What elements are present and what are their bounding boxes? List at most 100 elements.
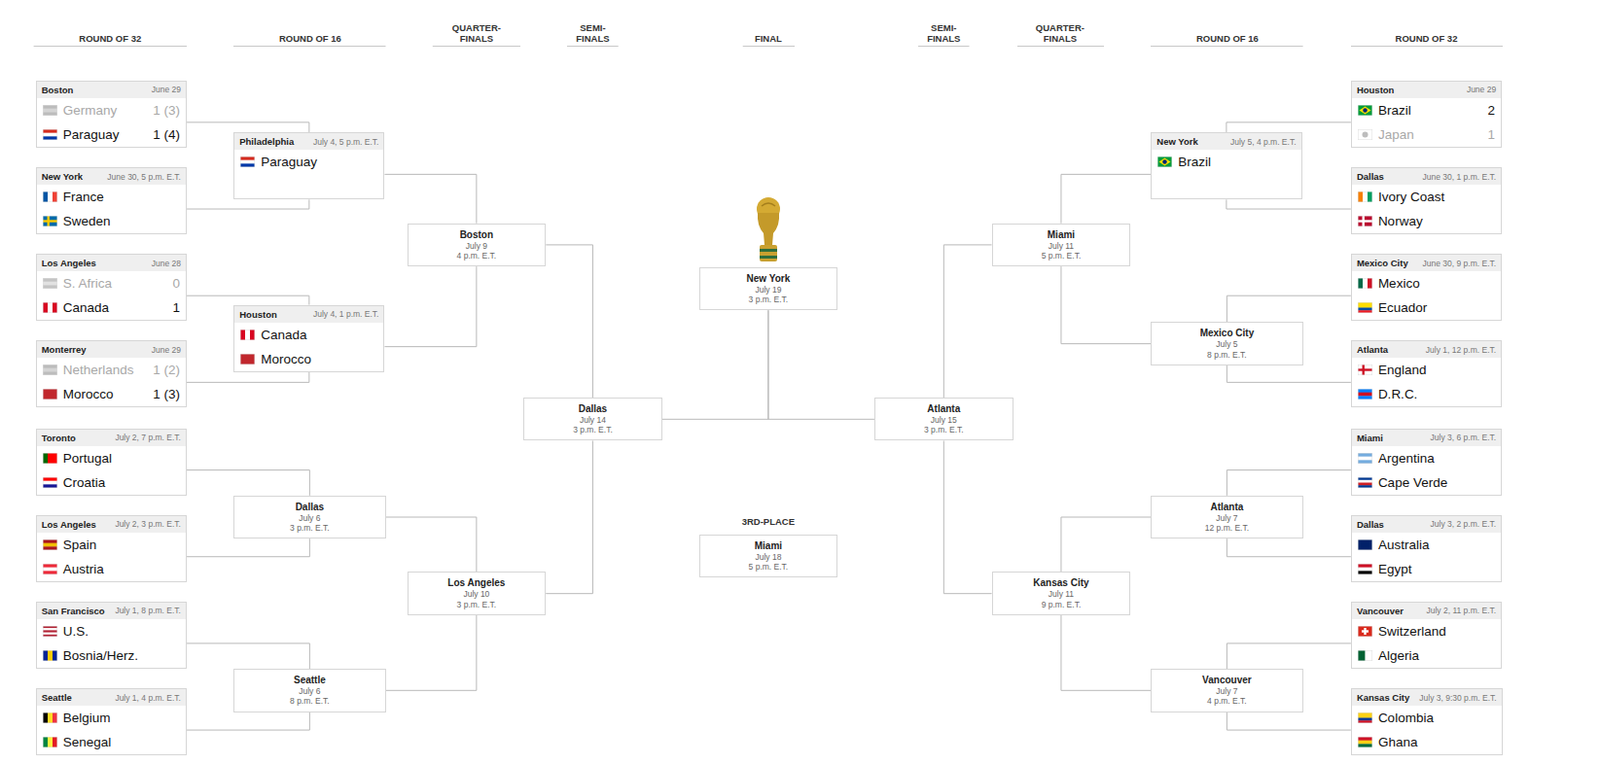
team-rows: Paraguay: [234, 149, 384, 199]
venue-city: Miami: [1356, 432, 1384, 444]
match-box: Los AngelesJuly 2, 3 p.m. E.T.SpainAustr…: [35, 515, 187, 583]
team-row: Morocco: [234, 347, 384, 372]
flag-icon: [42, 278, 58, 289]
match-header: BostonJune 29: [36, 81, 186, 99]
team-name: Brazil: [1378, 103, 1483, 118]
match-time: 3 p.m. E.T.: [416, 600, 538, 610]
bracket-line: [386, 517, 477, 572]
flag-icon: [42, 539, 58, 551]
match-time: 4 p.m. E.T.: [1159, 696, 1294, 707]
bracket-line: [1226, 199, 1352, 210]
venue-box: 3RD-PLACEMiamiJuly 185 p.m. E.T.: [699, 534, 839, 578]
bracket-line: [943, 245, 992, 398]
team-row: Switzerland: [1351, 619, 1501, 644]
flag-icon: [42, 737, 58, 748]
team-rows: Germany1 (3)Paraguay1 (4): [36, 98, 186, 147]
venue-box: Mexico CityJuly 58 p.m. E.T.: [1150, 321, 1303, 365]
flag-icon: [1357, 477, 1373, 489]
team-score: 1 (2): [152, 362, 180, 378]
bracket-line: [1226, 712, 1351, 732]
match-date: July 6: [242, 513, 377, 524]
match-date: July 3, 6 p.m. E.T.: [1430, 432, 1497, 443]
match-date: July 2, 7 p.m. E.T.: [114, 432, 181, 443]
team-row: D.R.C.: [1351, 382, 1501, 407]
team-row: Norway: [1351, 209, 1501, 234]
bracket-line: [1226, 365, 1351, 384]
venue-city: Kansas City: [1000, 577, 1123, 590]
match-time: 8 p.m. E.T.: [242, 696, 377, 707]
match-header: New York July 5, 4 p.m. E.T.: [1151, 133, 1301, 150]
venue-city: Atlanta: [1159, 501, 1294, 514]
round-heading: FINAL: [754, 34, 783, 45]
match-box: AtlantaJuly 1, 12 p.m. E.T.EnglandD.R.C.: [1351, 340, 1502, 408]
round-heading: ROUND OF 16: [1196, 34, 1259, 45]
flag-icon: [1357, 191, 1373, 203]
match-header: Dallas July 3, 2 p.m. E.T.: [1351, 516, 1501, 534]
flag-icon: [42, 712, 58, 724]
match-date: July 3, 2 p.m. E.T.: [1430, 519, 1497, 530]
team-rows: ArgentinaCape Verde: [1351, 446, 1501, 496]
team-rows: FranceSweden: [36, 184, 186, 234]
flag-icon: [1357, 650, 1373, 662]
team-rows: AustraliaEgypt: [1351, 533, 1501, 582]
match-date: July 15: [883, 415, 1005, 426]
team-row: Portugal: [36, 446, 186, 471]
team-row: Mexico: [1351, 271, 1501, 296]
bracket-line: [1061, 517, 1151, 572]
team-name: Colombia: [1378, 711, 1496, 726]
team-row: Brazil: [1151, 149, 1301, 175]
bracket-line: [186, 712, 310, 732]
venue-city: San Francisco: [41, 605, 106, 617]
match-box: PhiladelphiaJuly 4, 5 p.m. E.T.Paraguay: [233, 132, 385, 200]
team-rows: S. Africa0Canada1: [36, 271, 186, 320]
team-name: D.R.C.: [1378, 387, 1495, 402]
team-row: Brazil2: [1351, 98, 1501, 123]
match-date: July 5, 4 p.m. E.T.: [1230, 137, 1297, 147]
match-box: Miami July 3, 6 p.m. E.T. ArgentinaCape Ve…: [1351, 428, 1502, 497]
team-score: 1: [172, 300, 180, 316]
flag-icon: [1357, 364, 1373, 376]
venue-box: New YorkJuly 193 p.m. E.T.: [699, 267, 839, 311]
venue-city: New York: [1156, 136, 1198, 147]
flag-icon: [1357, 129, 1373, 141]
match-date: June 29: [151, 345, 181, 356]
match-date: July 5: [1159, 339, 1294, 350]
venue-city: Dallas: [1356, 519, 1385, 531]
match-date: July 7: [1159, 686, 1294, 697]
match-time: 3 p.m. E.T.: [883, 425, 1005, 435]
round-heading: ROUND OF 16: [279, 34, 342, 45]
team-name: Canada: [63, 300, 168, 316]
venue-box: DallasJuly 143 p.m. E.T.: [523, 397, 663, 441]
team-name: Japan: [1378, 127, 1483, 143]
team-row: Paraguay: [234, 149, 384, 175]
team-name: Ecuador: [1378, 300, 1495, 316]
venue-city: Los Angeles: [416, 577, 538, 590]
bracket-line: [186, 295, 310, 305]
team-row: Paraguay1 (4): [36, 122, 186, 147]
match-date: July 4, 5 p.m. E.T.: [313, 137, 380, 147]
match-time: 9 p.m. E.T.: [1000, 600, 1123, 610]
venue-box: VancouverJuly 74 p.m. E.T.: [1150, 669, 1303, 712]
team-name: Bosnia/Herz.: [63, 648, 180, 664]
team-name: Norway: [1378, 213, 1495, 229]
venue-city: Boston: [41, 84, 74, 96]
match-box: Kansas CityJuly 3, 9:30 p.m. E.T.Colombi…: [1351, 688, 1503, 756]
flag-icon: [1357, 389, 1373, 400]
round-heading: QUARTER-FINALS: [1029, 23, 1092, 45]
match-date: July 11: [1000, 241, 1123, 251]
flag-icon: [42, 302, 58, 314]
match-header: HoustonJuly 4, 1 p.m. E.T.: [234, 306, 384, 323]
team-name: Belgium: [63, 711, 180, 726]
venue-box: AtlantaJuly 712 p.m. E.T.: [1150, 496, 1303, 539]
match-date: July 19: [708, 284, 830, 295]
team-score: 1 (3): [152, 103, 180, 118]
bracket-line: [386, 615, 477, 691]
match-header: TorontoJuly 2, 7 p.m. E.T.: [36, 429, 186, 447]
venue-box: MiamiJuly 115 p.m. E.T.: [992, 223, 1132, 267]
team-rows: PortugalCroatia: [36, 446, 186, 496]
match-time: 8 p.m. E.T.: [1159, 350, 1294, 360]
team-rows: BelgiumSenegal: [36, 706, 186, 755]
match-box: VancouverJuly 2, 11 p.m. E.T.Switzerland…: [1351, 602, 1502, 670]
flag-icon: [1357, 105, 1373, 116]
match-date: July 2, 11 p.m. E.T.: [1425, 605, 1496, 616]
